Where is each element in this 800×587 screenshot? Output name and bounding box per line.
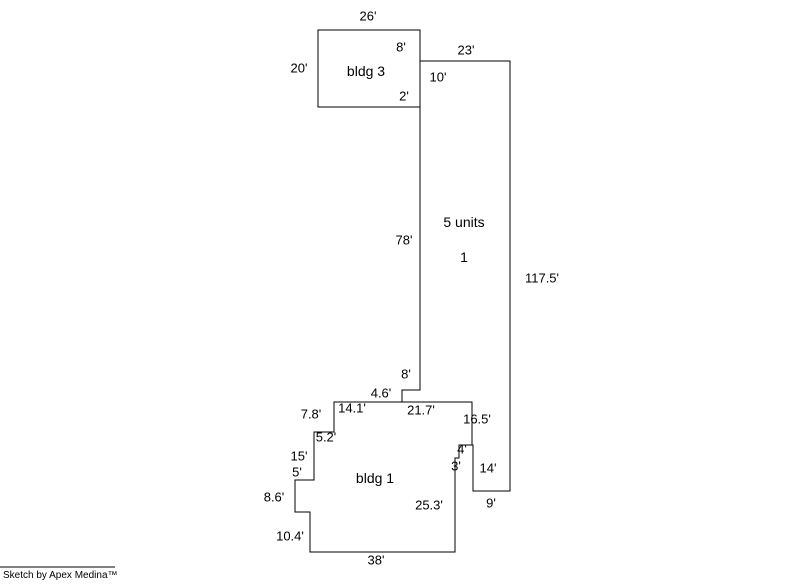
dim-corridor-bottom-left: 14' [479, 460, 497, 476]
dim-bldg1-right-jog: 4' [457, 441, 467, 457]
dim-bldg3-right-mid: 10' [429, 69, 447, 85]
bldg1-outline [294, 401, 473, 553]
dim-bldg3-right-upper: 8' [396, 39, 406, 55]
bldg1-label: bldg 1 [355, 470, 395, 486]
dim-bldg3-left: 20' [290, 60, 308, 76]
dim-corridor-left: 78' [395, 232, 413, 248]
dim-bldg1-right-step: 3' [451, 458, 461, 474]
sketch-credit: Sketch by Apex Medina™ [3, 570, 118, 581]
dim-bldg1-top-right: 21.7' [407, 402, 435, 418]
dim-neck-right: 8' [401, 366, 411, 382]
corridor-number-label: 1 [460, 249, 468, 265]
dim-bldg1-top-left: 14.1' [338, 400, 366, 416]
dim-bldg1-left-step2: 5.2' [315, 429, 337, 445]
dim-corridor-bottom: 9' [486, 495, 496, 511]
dim-neck-jog: 4.6' [370, 385, 392, 401]
dim-bldg1-right-upper: 16.5' [463, 411, 491, 427]
dim-bldg3-right-lower: 2' [399, 88, 409, 104]
dim-corridor-top: 23' [457, 42, 475, 58]
dim-bldg1-right-lower: 25.3' [415, 497, 443, 513]
dim-bldg3-top: 26' [359, 8, 377, 24]
dim-corridor-right: 117.5' [524, 270, 560, 286]
corridor-outline [420, 60, 511, 492]
corridor-left-wall [401, 99, 421, 402]
corridor-units-label: 5 units [443, 214, 485, 230]
dim-bldg1-left-step3: 15' [290, 448, 308, 464]
dim-bldg1-left-step1: 7.8' [300, 406, 322, 422]
dim-bldg1-bottom: 38' [367, 552, 385, 568]
dim-bldg1-left-step5: 8.6' [263, 489, 285, 505]
dim-bldg1-left-lower: 10.4' [276, 528, 304, 544]
bldg3-label: bldg 3 [346, 63, 386, 79]
dim-bldg1-left-step4: 5' [292, 464, 302, 480]
